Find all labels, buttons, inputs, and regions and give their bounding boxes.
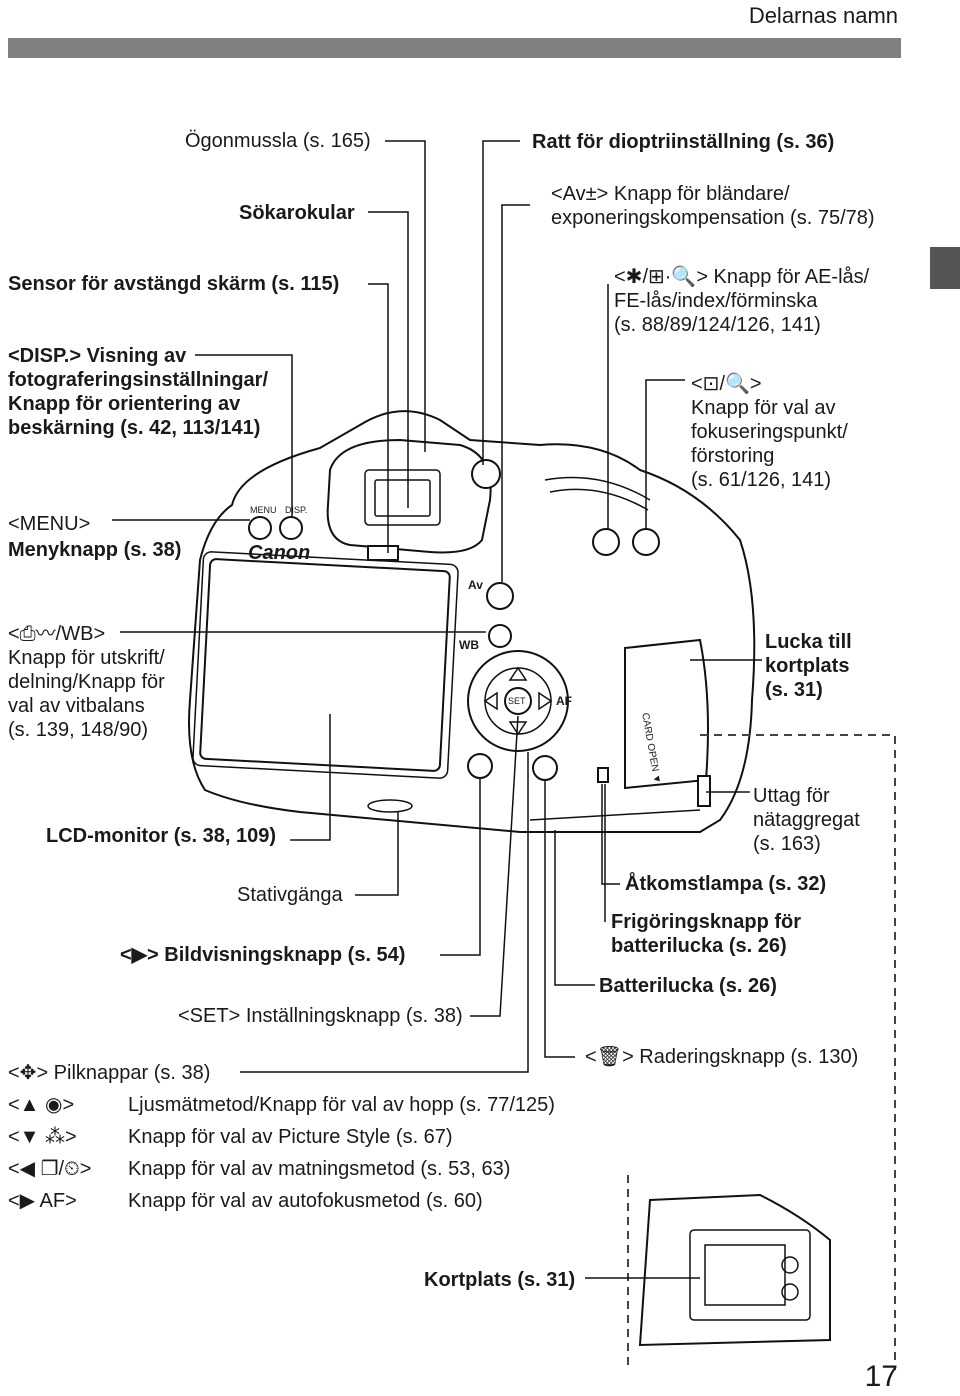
menu-button-marking: MENU <box>250 505 277 515</box>
tripod-socket-label: Stativgänga <box>237 884 343 906</box>
af-button-marking: AF <box>556 694 572 708</box>
card-slot-label: Kortplats (s. 31) <box>424 1269 576 1291</box>
af-point-button <box>632 528 660 556</box>
eyecup <box>326 438 492 554</box>
erase-button-label: <🗑> Raderingsknapp (s. 130) <box>585 1046 859 1068</box>
card-door-label: Lucka till kortplats (s. 31) <box>765 631 852 701</box>
menu-button <box>248 516 272 540</box>
erase-button <box>532 755 558 781</box>
playback-button <box>467 753 493 779</box>
access-lamp <box>597 767 609 783</box>
wb-button-marking: WB <box>459 638 479 652</box>
display-off-sensor-label: Sensor för avstängd skärm (s. 115) <box>8 273 340 295</box>
lcd-monitor-label: LCD-monitor (s. 38, 109) <box>46 825 277 847</box>
av-button-marking: Av <box>468 578 483 592</box>
card-slot-inset <box>638 1193 831 1347</box>
ae-lock-button <box>592 528 620 556</box>
eyecup-label: Ögonmussla (s. 165) <box>185 130 371 152</box>
av-button <box>486 582 514 610</box>
wb-button <box>488 624 512 648</box>
cross-keys-label: <✥> Pilknappar (s. 38) <box>8 1062 211 1084</box>
battery-release-label: Frigöringsknapp för batterilucka (s. 26) <box>611 911 801 957</box>
disp-button-label: <DISP.> Visning av fotograferingsinställ… <box>8 345 269 439</box>
cross-key-right-key: <▶ AF> <box>8 1190 77 1212</box>
set-button <box>504 687 532 715</box>
cross-key-up-desc: Ljusmätmetod/Knapp för val av hopp (s. 7… <box>128 1094 555 1116</box>
menu-button-label-top: <MENU> <box>8 513 91 535</box>
disp-button-marking: DISP. <box>285 505 308 515</box>
disp-button <box>279 516 303 540</box>
menu-button-label: Menyknapp (s. 38) <box>8 539 182 561</box>
cross-key-left-key: <◀ ❐/⏲> <box>8 1158 92 1180</box>
tripod-socket <box>367 799 413 813</box>
access-lamp-label: Åtkomstlampa (s. 32) <box>625 873 827 895</box>
diopter-dial <box>471 459 501 489</box>
page-number: 17 <box>864 1360 898 1393</box>
header-bar <box>8 38 901 58</box>
print-wb-button-label: <⎙〰/WB> Knapp för utskrift/ delning/Knap… <box>8 623 165 741</box>
battery-cover-label: Batterilucka (s. 26) <box>599 975 777 997</box>
viewfinder-eyepiece <box>364 469 441 526</box>
chapter-tab <box>930 247 960 289</box>
cross-key-right-desc: Knapp för val av autofokusmetod (s. 60) <box>128 1190 483 1212</box>
camera-brand: Canon <box>248 542 311 564</box>
ae-lock-button-label: <✱/⊞·🔍> Knapp för AE-lås/ FE-lås/index/f… <box>614 266 870 336</box>
dc-port-label: Uttag för nätaggregat (s. 163) <box>753 785 860 855</box>
cross-key-up-key: <▲ ◉> <box>8 1094 75 1116</box>
lcd-monitor <box>199 558 451 772</box>
cross-key-down-desc: Knapp för val av Picture Style (s. 67) <box>128 1126 453 1148</box>
viewfinder-label: Sökarokular <box>239 202 355 224</box>
dc-port-cover <box>697 775 711 807</box>
av-button-label: <Av±> Knapp för bländare/ exponeringskom… <box>551 183 875 229</box>
cross-key-left-desc: Knapp för val av matningsmetod (s. 53, 6… <box>128 1158 511 1180</box>
set-button-label: <SET> Inställningsknapp (s. 38) <box>178 1005 463 1027</box>
section-title: Delarnas namn <box>748 3 898 28</box>
set-button-marking: SET <box>508 696 526 706</box>
diopter-label: Ratt för dioptriinställning (s. 36) <box>532 131 835 153</box>
cross-key-down-key: <▼ ⁂> <box>8 1126 77 1148</box>
af-point-button-label: <⊡/🔍> Knapp för val av fokuseringspunkt/… <box>691 373 848 491</box>
eye-sensor <box>367 545 399 561</box>
playback-button-label: <▶> Bildvisningsknapp (s. 54) <box>120 944 406 966</box>
